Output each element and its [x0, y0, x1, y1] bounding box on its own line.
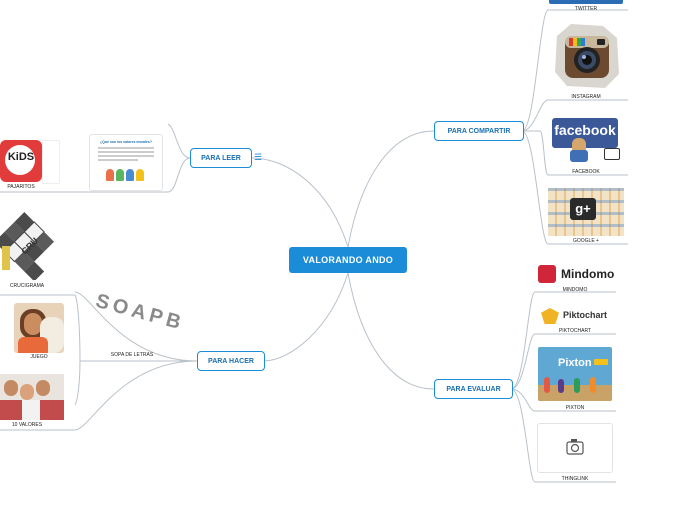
caption-crucigrama: CRUCIGRAMA	[9, 283, 45, 289]
juego-photo	[14, 303, 64, 353]
central-topic[interactable]: VALORANDO ANDO	[289, 247, 407, 273]
facebook-image: facebook	[548, 112, 624, 164]
caption-pixton: PIXTON	[565, 405, 585, 411]
camera-icon	[566, 439, 584, 455]
mindomo-logo: Mindomo	[537, 265, 614, 285]
branch-para-leer[interactable]: PARA LEER	[190, 148, 252, 168]
caption-piktochart: PIKTOCHART	[558, 328, 592, 334]
caption-sopa-de-letras: SOPA DE LETRAS	[110, 352, 154, 358]
facebook-logo-text: facebook	[554, 122, 616, 138]
piktochart-logo: Piktochart	[537, 306, 613, 326]
caption-pajaritos: PAJARITOS	[7, 184, 35, 190]
branch-para-evaluar[interactable]: PARA EVALUAR	[434, 379, 513, 399]
mindomo-icon	[538, 265, 556, 283]
piktochart-icon	[541, 308, 559, 324]
values-note-card: ¿Qué son los valores morales?	[89, 134, 163, 191]
branch-para-compartir[interactable]: PARA COMPARTIR	[434, 121, 524, 141]
caption-juego: JUEGO	[30, 354, 48, 360]
caption-10-valores: 10 VALORES	[11, 422, 43, 428]
caption-thinglink: THINGLINK	[561, 476, 589, 482]
branch-para-hacer[interactable]: PARA HACER	[197, 351, 265, 371]
thinglink-placeholder	[537, 423, 613, 473]
kids-logo: KiDS	[0, 140, 42, 182]
caption-google-plus: GOOGLE +	[573, 238, 599, 244]
pixton-image: Pixton	[538, 347, 612, 401]
twitter-image	[549, 0, 623, 4]
diez-valores-photo	[0, 374, 64, 420]
notes-icon[interactable]: ☰	[254, 152, 263, 162]
caption-facebook: FACEBOOK	[572, 169, 600, 175]
sopa-de-letras-image: SOAPB	[93, 290, 188, 335]
caption-instagram: INSTAGRAM	[571, 94, 601, 100]
instagram-logo-icon	[553, 22, 621, 90]
google-plus-icon: g+	[570, 198, 596, 220]
crucigrama-image: CRU	[0, 210, 64, 282]
caption-mindomo: MINDOMO	[562, 287, 588, 293]
kids-logo-edge	[42, 140, 60, 184]
google-plus-image: g+	[548, 188, 624, 236]
caption-twitter: TWITTER	[574, 6, 598, 12]
